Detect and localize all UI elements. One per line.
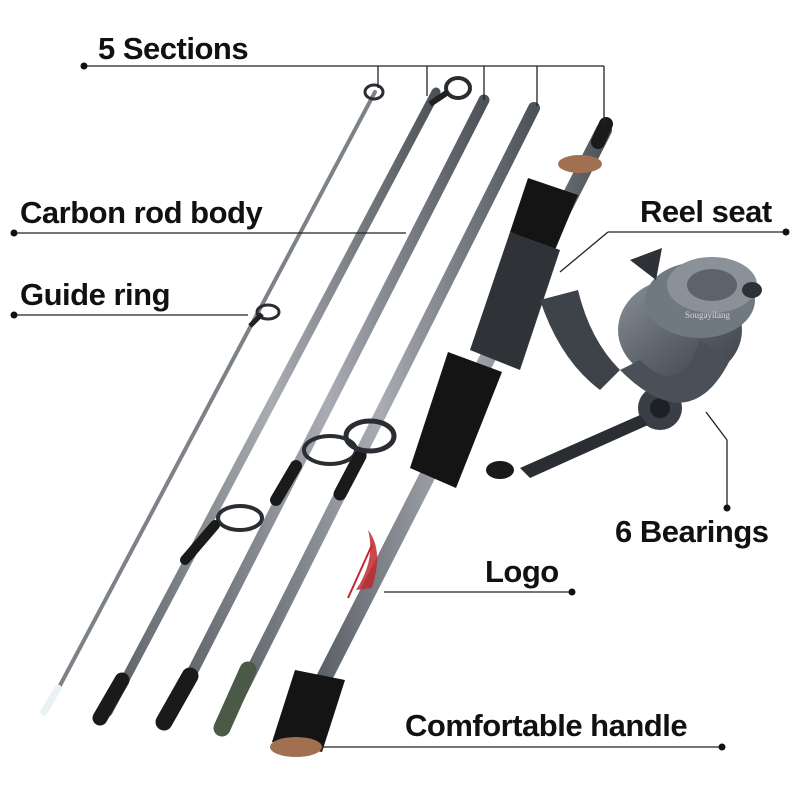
logo-label: Logo xyxy=(485,554,559,589)
guide-ring-icon xyxy=(248,83,385,328)
carbon-rod-body-label: Carbon rod body xyxy=(20,195,263,230)
rod-section-tip xyxy=(40,83,385,716)
sections-label: 5 Sections xyxy=(98,31,249,66)
bearings-label: 6 Bearings xyxy=(615,514,769,549)
cork-end-cap xyxy=(270,737,322,757)
guide-ring-label: Guide ring xyxy=(20,277,171,312)
annotation-leaders xyxy=(14,65,786,748)
handle-label: Comfortable handle xyxy=(405,708,688,743)
rod-section-2 xyxy=(92,76,472,726)
svg-text:Sougayilang: Sougayilang xyxy=(685,310,730,320)
spinning-reel: Sougayilang xyxy=(486,248,762,479)
logo-icon xyxy=(347,530,378,599)
reel-seat-label: Reel seat xyxy=(640,194,772,229)
rod-section-butt xyxy=(270,117,613,757)
guide-ring-icon xyxy=(333,418,397,501)
reel-seat xyxy=(470,232,560,370)
annotation-dots xyxy=(10,62,790,751)
guide-ring-icon xyxy=(180,76,472,565)
rod-section-4 xyxy=(213,102,540,737)
